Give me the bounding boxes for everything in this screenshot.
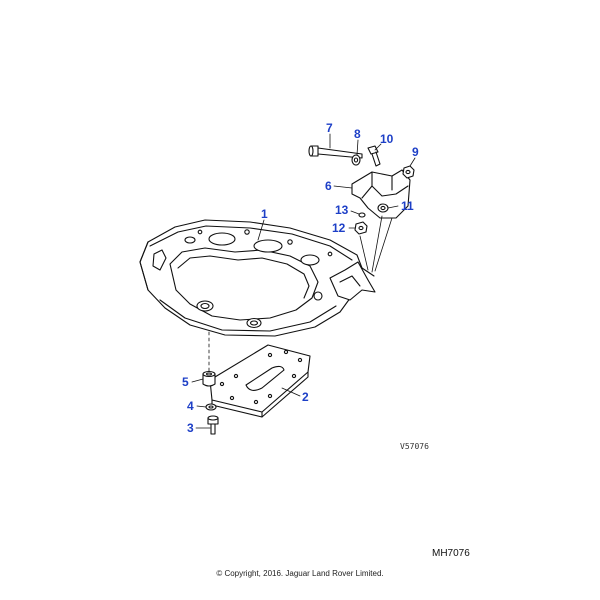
bolt-long [308, 145, 363, 159]
crossmember [139, 219, 376, 337]
callout-6: 6 [325, 179, 332, 193]
copyright-text: © Copyright, 2016. Jaguar Land Rover Lim… [216, 569, 384, 578]
callout-3: 3 [187, 421, 194, 435]
callout-4: 4 [187, 399, 194, 413]
nut-lower [354, 221, 368, 235]
drawing-ref: V57076 [400, 442, 429, 451]
bolt-small [367, 145, 381, 167]
callout-12: 12 [332, 221, 346, 235]
callout-10: 10 [380, 132, 394, 146]
spacer-bush [202, 370, 216, 387]
bolt-lower [207, 415, 219, 435]
callout-7: 7 [326, 121, 333, 135]
callout-8: 8 [354, 127, 361, 141]
callout-1: 1 [261, 207, 268, 221]
nut-upper [402, 165, 415, 179]
callout-2: 2 [302, 390, 309, 404]
callout-9: 9 [412, 145, 419, 159]
washer-lower [205, 403, 217, 411]
mounting-plate [209, 344, 311, 418]
callout-13: 13 [335, 203, 349, 217]
callout-5: 5 [182, 375, 189, 389]
washer-upper [351, 154, 361, 166]
bracket-upper [351, 169, 411, 219]
washer-small [358, 212, 366, 218]
diagram-code: MH7076 [432, 548, 470, 559]
callout-11: 11 [401, 199, 414, 213]
